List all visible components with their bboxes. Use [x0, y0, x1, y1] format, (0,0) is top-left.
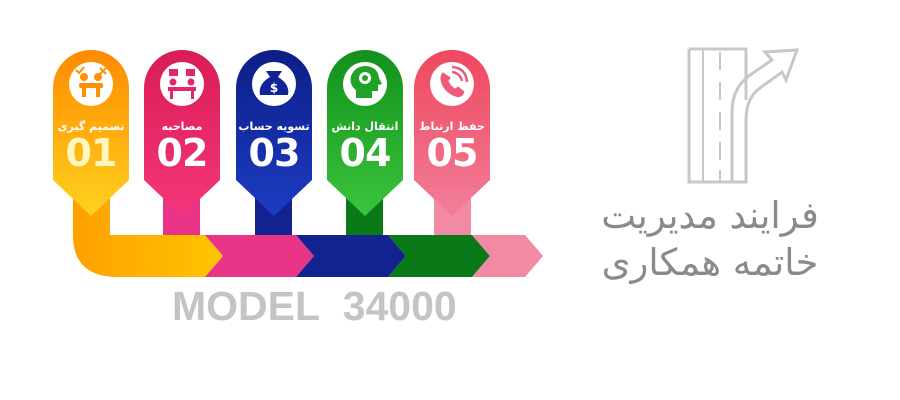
handshake-checklist-icon — [75, 66, 107, 97]
step-pin-4 — [327, 50, 403, 216]
step-number: 04 — [339, 131, 392, 175]
meeting-icon — [168, 69, 196, 99]
step-label: انتقال دانش — [331, 120, 399, 133]
step-label: مصاحبه — [161, 120, 203, 133]
arrow-step-5 — [434, 195, 543, 277]
arrow-step-1 — [73, 195, 223, 277]
step-5: حفظ ارتباط 05 — [414, 120, 490, 173]
step-2: مصاحبه 02 — [144, 120, 220, 173]
phone-icon — [440, 65, 469, 98]
step-4: انتقال دانش 04 — [327, 120, 403, 173]
money-bag-icon: $ — [259, 71, 289, 95]
step-number: 05 — [426, 131, 479, 175]
brain-head-icon — [350, 66, 382, 98]
step-pin-1 — [53, 50, 129, 216]
step-label: تصمیم گیری — [57, 120, 125, 133]
step-label: تسویه حساب — [238, 120, 310, 133]
connector-arrows — [73, 195, 543, 277]
arrow-step-2 — [163, 195, 314, 277]
step-number: 03 — [248, 131, 301, 175]
step-number: 02 — [156, 131, 209, 175]
step-1: تصمیم گیری 01 — [53, 120, 129, 173]
step-pin-3: $ — [236, 50, 312, 216]
title-line-2: خاتمه همکاری — [601, 241, 819, 284]
step-pin-5 — [414, 50, 490, 216]
diagram-title: فرایند مدیریت خاتمه همکاری — [560, 192, 860, 286]
step-label: حفظ ارتباط — [419, 120, 485, 133]
step-3: تسویه حساب 03 — [236, 120, 312, 173]
arrow-step-4 — [346, 195, 490, 277]
title-line-1: فرایند مدیریت — [601, 194, 819, 237]
arrow-step-3 — [255, 195, 406, 277]
svg-text:$: $ — [270, 81, 278, 95]
road-turn-arrow-icon — [687, 47, 800, 184]
step-pin-2 — [144, 50, 220, 216]
model-caption: MODEL 34000 — [172, 283, 457, 329]
step-number: 01 — [65, 131, 118, 175]
